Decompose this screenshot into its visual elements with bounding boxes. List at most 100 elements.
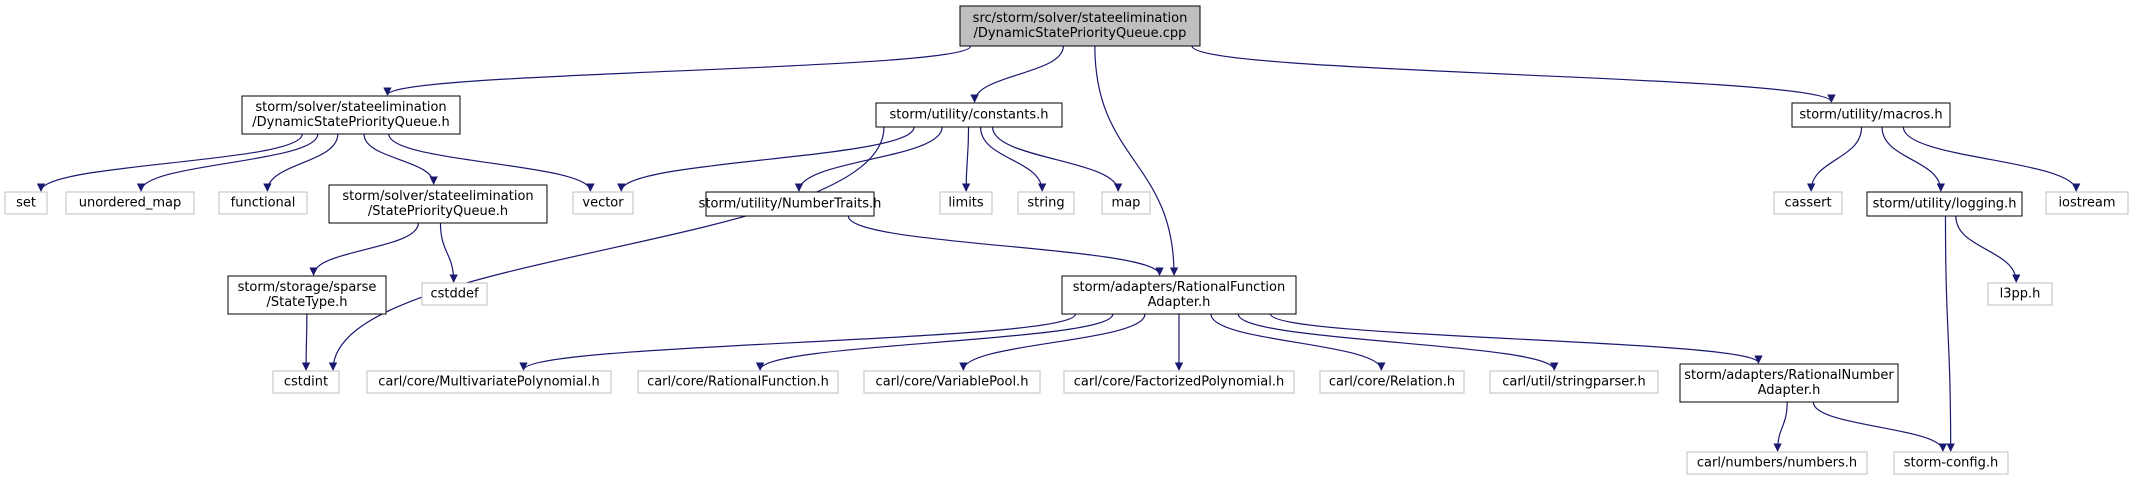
node-box-macros_h — [1791, 102, 1951, 128]
edge-macros_h-to-logging_h — [1881, 126, 1946, 192]
edge-rfa_h-to-varpool_h — [959, 313, 1146, 371]
edge-dspq_h-to-unordered_map — [136, 133, 319, 192]
edge-rna_h-to-numbers_h — [1773, 401, 1788, 452]
edge-logging_h-to-stormconfig_h — [1944, 215, 1955, 452]
edge-constants_h-to-limits — [961, 126, 971, 192]
node-box-main — [959, 5, 1201, 47]
node-label-string-line-0: string — [1027, 196, 1064, 211]
node-constants_h[interactable]: storm/utility/constants.h — [875, 102, 1063, 128]
node-logging_h[interactable]: storm/utility/logging.h — [1866, 191, 2023, 217]
edge-rfa_h-to-ratfunc_h — [755, 313, 1114, 371]
node-box-numbers_h — [1686, 451, 1868, 475]
node-box-numbertraits_h — [705, 191, 875, 217]
node-vector: vector — [572, 191, 634, 215]
node-box-vector — [572, 191, 634, 215]
node-unordered_map: unordered_map — [65, 191, 195, 215]
node-box-string — [1017, 191, 1075, 215]
node-stormconfig_h: storm-config.h — [1893, 451, 2009, 475]
node-box-unordered_map — [65, 191, 195, 215]
node-cstddef: cstddef — [421, 282, 488, 306]
edge-numbertraits_h-to-rfa_h — [847, 215, 1164, 276]
node-mvpoly_h: carl/core/MultivariatePolynomial.h — [366, 370, 612, 394]
node-label-rfa_h-line-1: Adapter.h — [1148, 295, 1211, 310]
edge-main-to-macros_h — [1191, 45, 1836, 103]
node-label-map-line-0: map — [1112, 196, 1141, 211]
node-ratfunc_h: carl/core/RationalFunction.h — [637, 370, 839, 394]
node-label-statetype_h-line-0: storm/storage/sparse — [238, 280, 377, 295]
node-stringparser_h: carl/util/stringparser.h — [1489, 370, 1659, 394]
node-label-varpool_h-line-0: carl/core/VariablePool.h — [876, 375, 1029, 390]
edge-spq_h-to-cstddef — [439, 222, 458, 283]
edge-macros_h-to-iostream — [1902, 126, 2081, 192]
node-box-cassert — [1773, 191, 1843, 215]
edge-constants_h-to-map — [991, 126, 1123, 192]
edge-rfa_h-to-rna_h — [1269, 313, 1763, 364]
node-box-limits — [939, 191, 993, 215]
edge-dspq_h-to-functional — [263, 133, 339, 192]
node-box-rna_h — [1679, 363, 1899, 403]
edge-constants_h-to-vector — [617, 126, 915, 192]
node-box-dspq_h — [241, 95, 461, 135]
node-factpoly_h: carl/core/FactorizedPolynomial.h — [1063, 370, 1295, 394]
edge-rfa_h-to-stringparser_h — [1237, 313, 1559, 371]
node-statetype_h[interactable]: storm/storage/sparse/StateType.h — [227, 275, 387, 315]
node-l3pp_h: l3pp.h — [1987, 282, 2053, 306]
node-numbers_h: carl/numbers/numbers.h — [1686, 451, 1868, 475]
node-box-functional — [218, 191, 308, 215]
edge-rfa_h-to-mvpoly_h — [519, 313, 1077, 371]
node-relation_h: carl/core/Relation.h — [1319, 370, 1465, 394]
node-label-cstdint-line-0: cstdint — [284, 375, 328, 390]
node-box-stringparser_h — [1489, 370, 1659, 394]
node-label-dspq_h-line-1: /DynamicStatePriorityQueue.h — [252, 115, 449, 130]
node-label-rfa_h-line-0: storm/adapters/RationalFunction — [1073, 280, 1286, 295]
node-box-varpool_h — [863, 370, 1041, 394]
node-label-relation_h-line-0: carl/core/Relation.h — [1329, 375, 1455, 390]
edge-main-to-constants_h — [970, 45, 1064, 103]
edge-main-to-dspq_h — [383, 45, 972, 96]
node-box-stormconfig_h — [1893, 451, 2009, 475]
node-box-logging_h — [1866, 191, 2023, 217]
edge-dspq_h-to-set — [36, 133, 303, 192]
node-label-spq_h-line-1: /StatePriorityQueue.h — [368, 204, 508, 219]
node-box-relation_h — [1319, 370, 1465, 394]
node-label-rna_h-line-1: Adapter.h — [1758, 383, 1821, 398]
node-label-ratfunc_h-line-0: carl/core/RationalFunction.h — [647, 375, 829, 390]
edges-layer — [36, 45, 2081, 452]
node-iostream: iostream — [2045, 191, 2129, 215]
edge-dspq_h-to-spq_h — [363, 133, 438, 185]
node-label-rna_h-line-0: storm/adapters/RationalNumber — [1684, 368, 1894, 383]
edge-statetype_h-to-cstdint — [301, 313, 311, 371]
edge-spq_h-to-statetype_h — [309, 222, 419, 276]
node-box-cstddef — [421, 282, 488, 306]
node-label-numbertraits_h-line-0: storm/utility/NumberTraits.h — [699, 197, 882, 212]
node-label-constants_h-line-0: storm/utility/constants.h — [890, 108, 1049, 123]
node-box-set — [4, 191, 48, 215]
node-macros_h[interactable]: storm/utility/macros.h — [1791, 102, 1951, 128]
node-label-statetype_h-line-1: /StateType.h — [266, 295, 347, 310]
node-label-dspq_h-line-0: storm/solver/stateelimination — [255, 100, 446, 115]
node-numbertraits_h[interactable]: storm/utility/NumberTraits.h — [699, 191, 882, 217]
node-label-cstddef-line-0: cstddef — [430, 287, 479, 302]
edge-macros_h-to-cassert — [1806, 126, 1863, 192]
edge-logging_h-to-l3pp_h — [1955, 215, 2021, 283]
node-label-cassert-line-0: cassert — [1784, 196, 1831, 211]
node-cassert: cassert — [1773, 191, 1843, 215]
nodes-layer: src/storm/solver/stateelimination/Dynami… — [4, 5, 2129, 475]
node-varpool_h: carl/core/VariablePool.h — [863, 370, 1041, 394]
node-dspq_h[interactable]: storm/solver/stateelimination/DynamicSta… — [241, 95, 461, 135]
node-label-limits-line-0: limits — [948, 196, 984, 211]
node-label-mvpoly_h-line-0: carl/core/MultivariatePolynomial.h — [378, 375, 600, 390]
node-spq_h[interactable]: storm/solver/stateelimination/StatePrior… — [328, 184, 548, 224]
node-label-logging_h-line-0: storm/utility/logging.h — [1873, 197, 2017, 212]
edge-constants_h-to-numbertraits_h — [794, 126, 943, 192]
node-main[interactable]: src/storm/solver/stateelimination/Dynami… — [959, 5, 1201, 47]
node-box-statetype_h — [227, 275, 387, 315]
node-label-macros_h-line-0: storm/utility/macros.h — [1799, 108, 1942, 123]
node-map: map — [1101, 191, 1151, 215]
node-box-spq_h — [328, 184, 548, 224]
node-box-ratfunc_h — [637, 370, 839, 394]
node-label-set-line-0: set — [16, 196, 36, 211]
edge-main-to-rfa_h — [1094, 45, 1179, 276]
